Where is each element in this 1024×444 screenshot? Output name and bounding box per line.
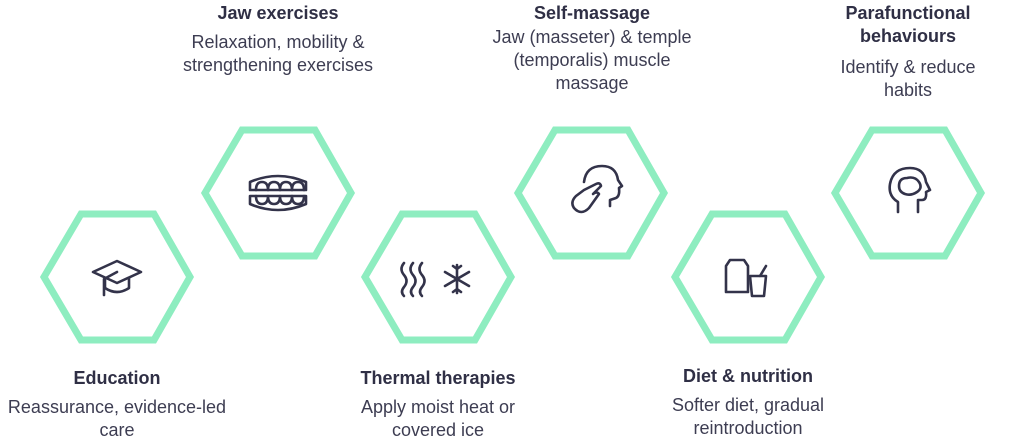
step-jaw-exercises-label: Jaw exercises Relaxation, mobility & str… bbox=[158, 2, 398, 77]
step-description: Relaxation, mobility & strengthening exe… bbox=[182, 32, 374, 75]
step-description: Jaw (masseter) & temple (temporalis) mus… bbox=[492, 27, 692, 93]
step-parafunctional-label: Parafunctional behaviours Identify & red… bbox=[788, 2, 1024, 102]
step-title: Jaw exercises bbox=[217, 3, 339, 23]
graduation-cap-icon bbox=[91, 259, 143, 297]
step-description: Apply moist heat or covered ice bbox=[360, 397, 516, 440]
hexagon-jaw-exercises bbox=[200, 126, 356, 260]
step-title: Parafunctional behaviours bbox=[845, 3, 971, 46]
hexagon-diet-nutrition bbox=[670, 210, 826, 344]
teeth-icon bbox=[248, 174, 308, 212]
step-title: Self-massage bbox=[533, 3, 651, 23]
face-massage-icon bbox=[571, 164, 624, 214]
step-description: Identify & reduce habits bbox=[840, 57, 976, 100]
step-self-massage-label: Self-massage Jaw (masseter) & temple (te… bbox=[472, 2, 712, 95]
step-title: Education bbox=[73, 368, 161, 388]
step-thermal-therapies-label: Thermal therapies Apply moist heat or co… bbox=[318, 367, 558, 442]
step-description: Softer diet, gradual reintroduction bbox=[671, 395, 825, 438]
food-and-drink-icon bbox=[724, 258, 768, 298]
hexagon-parafunctional bbox=[830, 126, 986, 260]
hexagon-education bbox=[39, 210, 195, 344]
heat-and-snowflake-icon bbox=[400, 261, 471, 298]
step-title: Thermal therapies bbox=[360, 368, 516, 388]
step-description: Reassurance, evidence-led care bbox=[7, 397, 227, 440]
hexagon-self-massage bbox=[513, 126, 669, 260]
step-diet-nutrition-label: Diet & nutrition Softer diet, gradual re… bbox=[628, 365, 868, 440]
hexagon-thermal-therapies bbox=[360, 210, 516, 344]
step-education-label: Education Reassurance, evidence-led care bbox=[0, 367, 237, 442]
step-title: Diet & nutrition bbox=[683, 366, 813, 386]
brain-head-icon bbox=[888, 166, 932, 214]
